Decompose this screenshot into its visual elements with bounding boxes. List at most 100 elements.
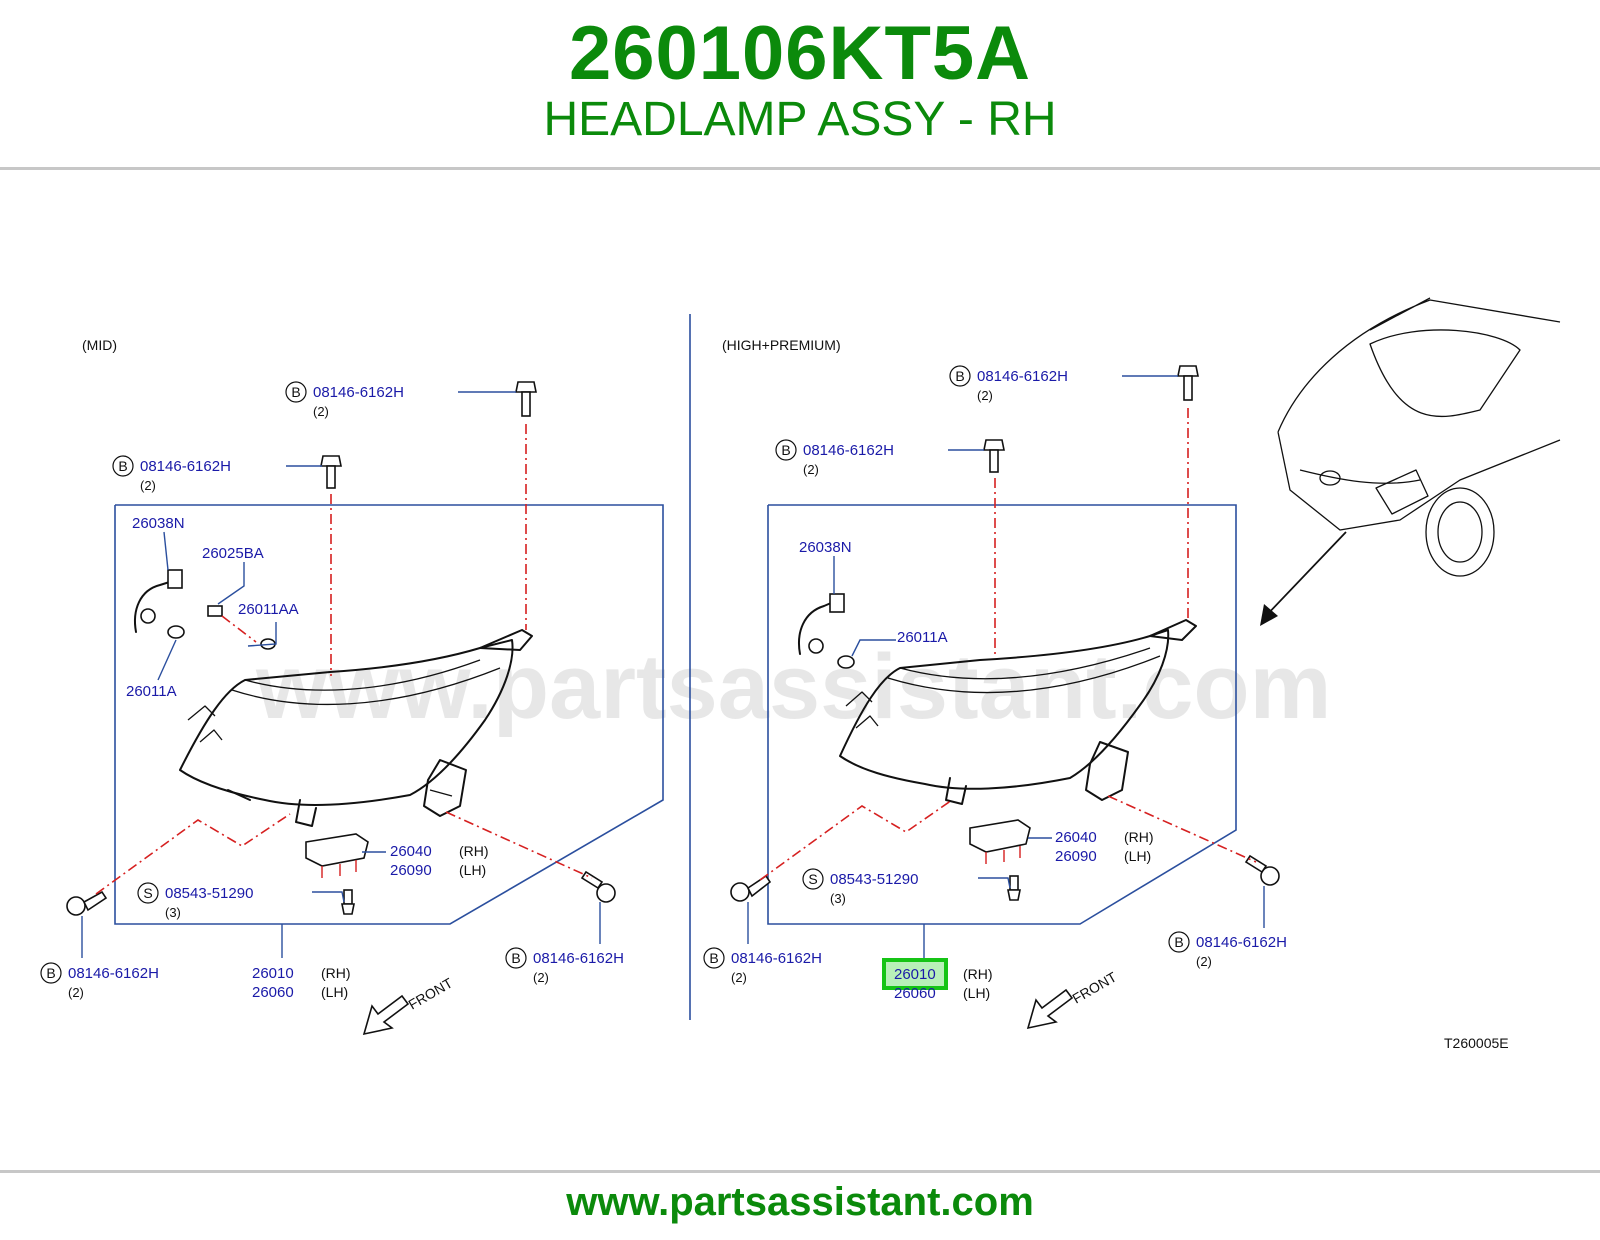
dash-connector (95, 813, 291, 895)
side-label: (RH) (321, 965, 351, 981)
screw-icon (341, 889, 355, 915)
callout-bolt-bottom-right[interactable]: 08146-6162H (533, 950, 624, 967)
callout-bracket-lh[interactable]: 26090 (390, 862, 432, 879)
bracket-icon (969, 819, 1031, 864)
bolt-marker (1168, 931, 1190, 953)
left-headlamp-drawing (179, 629, 533, 827)
callout-qty: (2) (731, 970, 747, 985)
side-label: (LH) (963, 985, 990, 1001)
bracket-icon (305, 833, 369, 878)
callout-bolt-top[interactable]: 08146-6162H (977, 368, 1068, 385)
footer-website-link[interactable]: www.partsassistant.com (566, 1180, 1034, 1224)
front-label: FRONT (1070, 968, 1120, 1006)
bolt-marker (949, 365, 971, 387)
diagram-code: T260005E (1444, 1035, 1509, 1051)
screw-icon (1007, 875, 1021, 901)
bolt-marker (40, 962, 62, 984)
right-variant-label: (HIGH+PREMIUM) (722, 337, 841, 353)
bolt-marker (112, 455, 134, 477)
side-label: (LH) (321, 984, 348, 1000)
bolt-icon (730, 874, 772, 902)
leader-line (978, 877, 1011, 889)
bolt-marker (703, 947, 725, 969)
callout-bolt-upper[interactable]: 08146-6162H (803, 442, 894, 459)
watermark-text: www.partsassistant.com (255, 636, 1331, 738)
right-panel: (HIGH+PREMIUM) (703, 297, 1561, 1051)
bolt-marker-letter: B (955, 368, 964, 384)
part-name-subtitle: HEADLAMP ASSY - RH (543, 93, 1057, 146)
dash-connector (1107, 795, 1257, 863)
leader-line (157, 639, 177, 681)
page-header: 260106KT5A HEADLAMP ASSY - RH (0, 0, 1600, 168)
front-arrow-icon (1026, 988, 1074, 1030)
callout-qty: (3) (830, 891, 846, 906)
callout-assy-rh[interactable]: 26010 (252, 965, 294, 982)
bolt-icon (1244, 854, 1280, 886)
callout-qty: (2) (68, 985, 84, 1000)
callout-qty: (3) (165, 905, 181, 920)
callout-bolt-top[interactable]: 08146-6162H (313, 384, 404, 401)
left-variant-label: (MID) (82, 337, 117, 353)
bolt-marker-letter: B (511, 950, 520, 966)
right-assembly-frame (767, 504, 1237, 925)
callout-screw[interactable]: 08543-51290 (830, 871, 918, 888)
callout-bolt-bottom-left[interactable]: 08146-6162H (731, 950, 822, 967)
callout-qty: (2) (533, 970, 549, 985)
callout-bulb-small[interactable]: 26011AA (238, 601, 299, 618)
dash-connector (221, 615, 257, 643)
bolt-marker-letter: B (781, 442, 790, 458)
callout-qty: (2) (1196, 954, 1212, 969)
bolt-icon (1177, 365, 1199, 401)
front-label: FRONT (406, 974, 456, 1012)
callout-bolt-bottom-right[interactable]: 08146-6162H (1196, 934, 1287, 951)
side-label: (RH) (963, 966, 993, 982)
bolt-marker-letter: B (291, 384, 300, 400)
harness-icon (798, 593, 845, 655)
leader-line (851, 639, 896, 657)
bolt-icon (320, 455, 342, 489)
callout-assy-lh[interactable]: 26060 (894, 985, 936, 1002)
front-arrow-icon (362, 994, 410, 1036)
bulb-icon (140, 608, 185, 639)
callout-bracket-rh[interactable]: 26040 (1055, 829, 1097, 846)
screw-marker (802, 868, 824, 890)
dash-connector (445, 811, 593, 879)
side-label: (LH) (1124, 848, 1151, 864)
callout-qty: (2) (140, 478, 156, 493)
left-panel: (MID) (40, 337, 664, 1036)
bolt-marker-letter: B (709, 950, 718, 966)
callout-bracket-lh[interactable]: 26090 (1055, 848, 1097, 865)
selected-part-highlight (882, 958, 948, 990)
bolt-marker-letter: B (1174, 934, 1183, 950)
callout-bolt-upper[interactable]: 08146-6162H (140, 458, 231, 475)
callout-assy-lh[interactable]: 26060 (252, 984, 294, 1001)
callout-qty: (2) (803, 462, 819, 477)
bolt-marker (505, 947, 527, 969)
bolt-marker (775, 439, 797, 461)
callout-bulb[interactable]: 26011A (897, 629, 948, 646)
callout-harness[interactable]: 26038N (132, 515, 185, 532)
leader-line (217, 562, 245, 605)
callout-screw[interactable]: 08543-51290 (165, 885, 253, 902)
side-label: (RH) (1124, 829, 1154, 845)
right-headlamp-drawing (839, 619, 1197, 805)
footer-divider (0, 1170, 1600, 1173)
callout-bulb[interactable]: 26011A (126, 683, 177, 700)
screw-marker-letter: S (143, 885, 152, 901)
bolt-marker (285, 381, 307, 403)
callout-bolt-bottom-left[interactable]: 08146-6162H (68, 965, 159, 982)
callout-harness[interactable]: 26038N (799, 539, 852, 556)
callout-assy-rh-selected[interactable]: 26010 (894, 966, 936, 983)
harness-icon (134, 569, 183, 633)
bulb-icon (808, 638, 855, 669)
vehicle-illustration (1260, 297, 1561, 626)
callout-bracket-rh[interactable]: 26040 (390, 843, 432, 860)
bolt-icon (515, 381, 537, 417)
dash-connector (759, 799, 953, 881)
leader-line (247, 622, 277, 647)
callout-socket[interactable]: 26025BA (202, 545, 264, 562)
bolt-icon (66, 890, 108, 916)
bolt-icon (983, 439, 1005, 473)
part-number-title: 260106KT5A (568, 11, 1032, 96)
